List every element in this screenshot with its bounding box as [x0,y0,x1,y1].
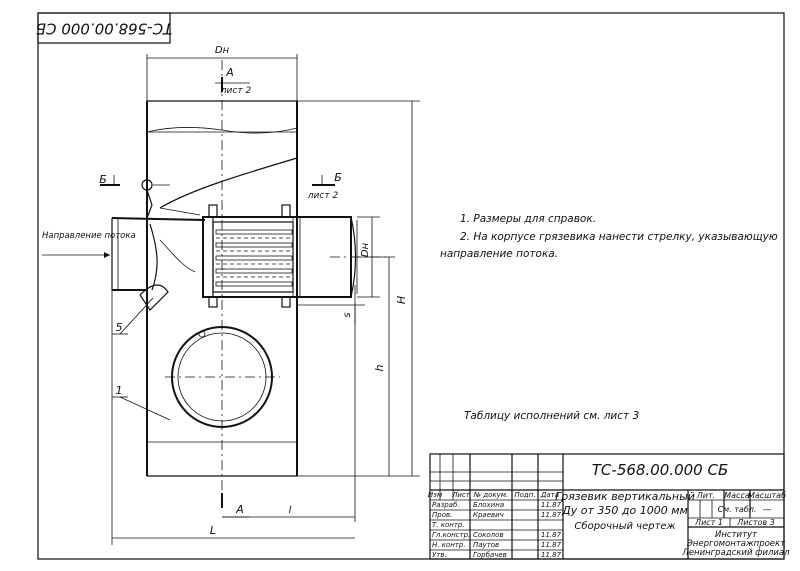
tb-role-1: Пров. [432,511,452,519]
tb-head-doc: № докум. [473,491,509,499]
sheet-frame [37,12,785,560]
tb-head-izm: Изм [428,491,443,499]
tb-role-4: Н. контр. [432,541,466,549]
flow-direction: Направление потока [42,231,136,258]
callout-1-label: 1 [116,384,123,397]
tb-org-1: Институт [715,530,758,540]
flow-label: Направление потока [42,231,136,241]
dim-l: l [222,305,356,522]
tb-col-scale: Масштаб [748,491,786,500]
tb-sheet: Лист 1 [694,518,723,527]
notes: 1. Размеры для справок. 2. На корпусе гр… [440,213,778,260]
h-label: h [373,364,386,371]
section-b-right: Б лист 2 [307,171,342,201]
section-b-right-letter: Б [334,171,342,184]
table-note: Таблицу исполнений см. лист 3 [464,410,639,422]
tb-name-0: Блохина [473,501,504,509]
section-a-top-sheet: лист 2 [220,86,252,96]
tb-date-1: 11.87 [541,511,562,519]
tb-mass-value: См. табл. [718,505,757,514]
title-block: ТС-568.00.000 СБ Грязевик вертикальный Д… [428,453,790,560]
note-1: 1. Размеры для справок. [460,213,596,225]
tb-name-4v: Паутов [473,541,499,549]
tb-role-5: Утв. [432,551,447,559]
tb-doc-number: ТС-568.00.000 СБ [592,461,728,479]
L-label: L [210,524,216,537]
tb-name-3: Сборочный чертеж [574,520,675,532]
tb-scale-value: — [763,505,772,515]
tb-date-3: 11.87 [541,531,562,539]
tb-role-2: Т. контр. [432,521,465,529]
tb-sheets: Листов 3 [736,518,775,527]
tb-date-5: 11.87 [541,551,562,559]
note-2-cont: направление потока. [440,248,558,260]
dim-L: L [111,290,355,545]
section-b-left: Б [99,173,120,186]
tb-head-sign: Подп. [514,491,535,499]
tb-name-1v: Краевич [473,511,504,519]
tb-name-5v: Горбачев [473,551,507,559]
H-label: H [395,296,408,304]
tb-name-2: Ду от 350 до 1000 мм [561,504,688,517]
section-a-bottom-letter: А [235,503,244,516]
tb-org-3: Ленинградский филиал [681,548,790,558]
tb-head-list: Лист [451,491,471,499]
tb-date-0: 11.87 [541,501,562,509]
tb-head-date: Дата [540,491,559,499]
dim-H: H [297,100,420,477]
tb-col-mass: Масса [724,491,750,500]
inlet-nozzle [111,217,206,311]
tb-col-lit: Лит. [696,491,715,500]
rotated-code-box: ТС-568.00.000 СБ [36,12,172,44]
callout-5: 5 [112,297,154,335]
tb-name-3v: Соколов [473,531,504,539]
section-b-right-sheet: лист 2 [307,191,339,201]
dn-top-label: Dн [215,45,230,56]
rotated-doc-code: ТС-568.00.000 СБ [36,20,172,38]
callout-5-label: 5 [116,321,123,334]
callout-1: 1 [112,384,171,421]
note-2: 2. На корпусе грязевика нанести стрелку,… [460,231,778,243]
section-a-top-letter: А [225,66,234,79]
tb-name-1: Грязевик вертикальный [555,490,695,503]
s-label: s [342,312,353,317]
dn-side-label: Dн [360,242,371,257]
dim-dn-top: Dн [146,45,298,101]
tb-role-3: Гл.констр. [432,531,470,539]
section-a-bottom: А [221,493,250,518]
manhole [165,326,280,428]
tb-role-0: Разраб. [432,501,460,509]
l-label: l [289,505,292,516]
tb-date-4: 11.87 [541,541,562,549]
dim-h: h [351,256,395,476]
section-b-left-letter: Б [99,173,107,186]
tb-org-2: Энергомонтажпроект [686,539,786,549]
section-a-top: А лист 2 [215,66,251,96]
